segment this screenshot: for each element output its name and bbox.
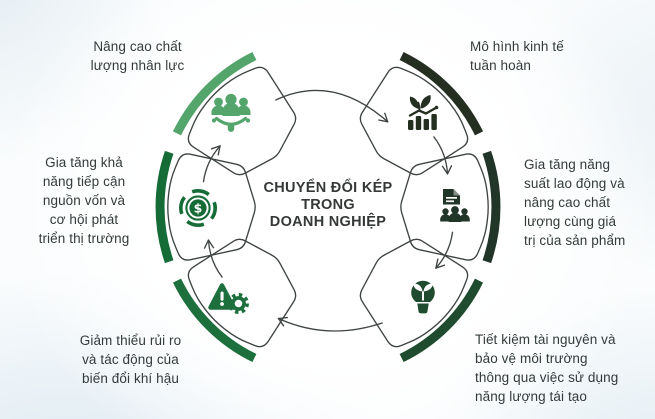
arc-productivity xyxy=(482,150,501,264)
arc-circular-economy xyxy=(399,51,484,136)
flow-arrow-2 xyxy=(433,136,453,175)
arc-resources xyxy=(399,278,484,363)
petal-capital xyxy=(167,153,256,261)
arc-risk xyxy=(172,278,257,363)
petal-circular-economy xyxy=(359,66,469,176)
petal-risk xyxy=(187,238,297,348)
eco-bulb-icon xyxy=(411,280,435,314)
label-workforce-quality: Nâng cao chất lượng nhân lực xyxy=(90,39,185,73)
people-team-icon xyxy=(211,93,251,132)
petal-productivity xyxy=(400,153,489,261)
label-resource-saving: Tiết kiệm tài nguyên và bảo vệ môi trườn… xyxy=(475,332,619,404)
petal-workforce xyxy=(187,66,297,176)
petal-outlines xyxy=(167,66,489,348)
label-circular-economy: Mô hình kinh tế tuần hoàn xyxy=(470,39,564,73)
petal-resources xyxy=(359,238,469,348)
inner-ring xyxy=(185,195,211,221)
flow-arrow-1 xyxy=(275,89,389,123)
label-productivity: Gia tăng năng suất lao động và nâng cao … xyxy=(524,157,626,248)
arc-capital xyxy=(155,150,174,264)
segmented-ring xyxy=(178,188,218,228)
dollar-coin-icon: $ xyxy=(178,188,218,228)
warning-gear-icon xyxy=(208,283,249,314)
flow-arrow-6 xyxy=(202,145,221,183)
gear-teeth xyxy=(228,293,249,314)
dollar-sign: $ xyxy=(194,200,203,215)
arc-workforce xyxy=(172,51,257,136)
flow-arrow-3 xyxy=(435,231,454,269)
report-team-icon xyxy=(440,189,470,222)
label-capital-access: Gia tăng khả năng tiếp cận nguồn vốn và … xyxy=(38,155,130,246)
flow-arrow-4 xyxy=(277,316,383,332)
hands-arc xyxy=(214,116,248,126)
segment-arc-ring xyxy=(155,51,501,363)
trend-line xyxy=(408,106,438,117)
flow-arrow-5 xyxy=(203,239,223,278)
gear-body xyxy=(231,296,246,311)
growth-plant-icon xyxy=(408,95,439,130)
label-climate-risk: Giảm thiểu rủi ro và tác động của biến đ… xyxy=(79,333,182,386)
flow-arrows xyxy=(202,89,454,332)
diagram-title: CHUYỂN ĐỔI KÉP TRONG DOANH NGHIỆP xyxy=(263,180,393,230)
plant-stem xyxy=(417,101,421,111)
